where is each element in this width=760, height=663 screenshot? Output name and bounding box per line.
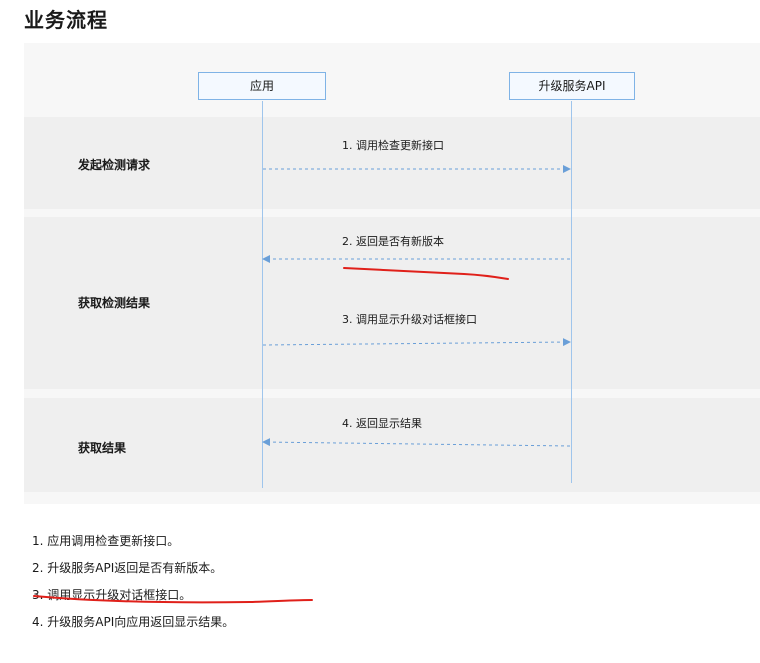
- step-item-4: 4. 升级服务API向应用返回显示结果。: [32, 615, 235, 629]
- message-label-1: 1. 调用检查更新接口: [342, 139, 444, 152]
- message-arrows: [262, 165, 571, 447]
- message-label-3: 3. 调用显示升级对话框接口: [342, 313, 477, 326]
- participant-api: 升级服务API: [509, 72, 635, 100]
- step-item-2: 2. 升级服务API返回是否有新版本。: [32, 561, 223, 575]
- page-title: 业务流程: [24, 8, 108, 32]
- message-arrow-4: [262, 438, 571, 447]
- phase-band-result: [24, 398, 760, 492]
- step-item-3: 3. 调用显示升级对话框接口。: [32, 588, 192, 602]
- participant-app: 应用: [198, 72, 326, 100]
- message-label-2: 2. 返回是否有新版本: [342, 235, 444, 248]
- phase-band-request: [24, 117, 760, 209]
- phase-label-result: 获取结果: [78, 441, 127, 455]
- sequence-diagram: 应用 升级服务API 发起检测请求 获取检测结果 获取结果 1. 调用检查更新接…: [24, 43, 760, 504]
- api-lifeline: [571, 101, 572, 483]
- message-label-4: 4. 返回显示结果: [342, 417, 422, 430]
- red-underline-annotation: [343, 267, 509, 280]
- phase-label-request: 发起检测请求: [78, 158, 151, 172]
- message-arrow-3: [262, 338, 571, 347]
- steps-list: 1. 应用调用检查更新接口。 2. 升级服务API返回是否有新版本。 3. 调用…: [32, 532, 234, 640]
- step-item-1: 1. 应用调用检查更新接口。: [32, 534, 180, 548]
- phase-label-check-result: 获取检测结果: [78, 296, 151, 310]
- app-lifeline: [262, 101, 263, 488]
- phase-band-check-result: [24, 217, 760, 389]
